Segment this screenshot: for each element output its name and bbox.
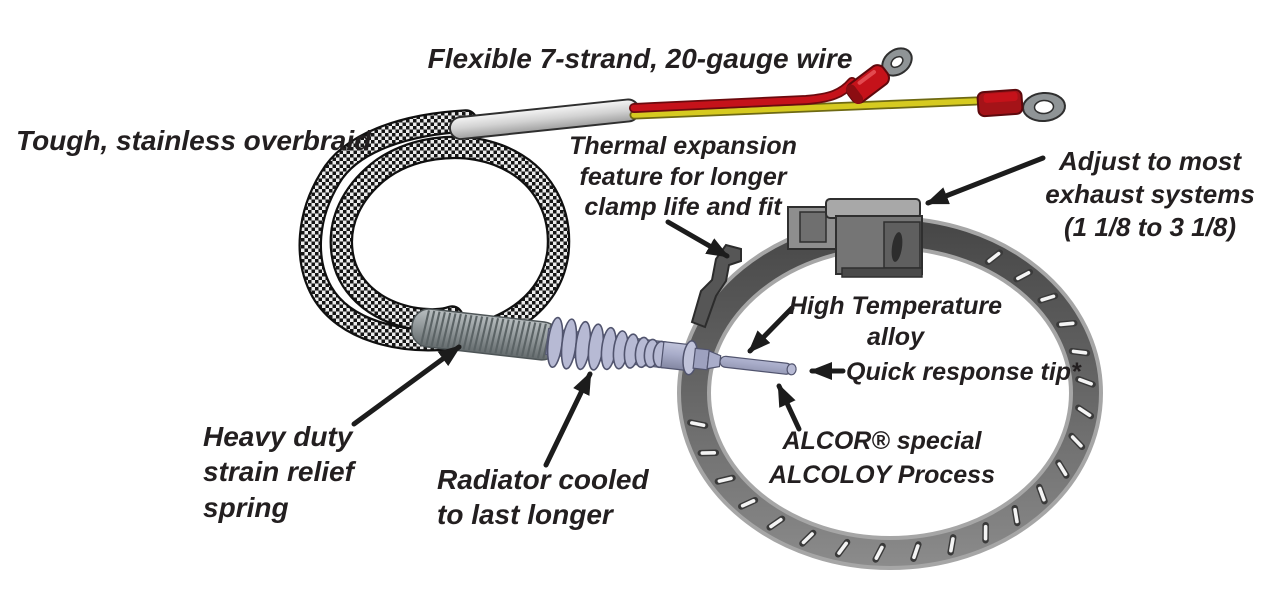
label-radiator: Radiator cooled to last longer bbox=[437, 464, 649, 531]
band-slot bbox=[769, 517, 783, 529]
buckle-left-step bbox=[799, 211, 827, 243]
adjust-arrow bbox=[925, 155, 1046, 206]
red-wire bbox=[630, 78, 856, 112]
band-slot bbox=[987, 251, 1001, 263]
spring-coil bbox=[473, 316, 484, 352]
label-strain-relief: Heavy duty strain relief spring bbox=[203, 421, 354, 523]
clamp-buckle bbox=[787, 198, 923, 278]
spring-coil bbox=[451, 313, 462, 349]
band-slot bbox=[1016, 270, 1031, 281]
band-slot bbox=[1038, 486, 1046, 502]
terminal-crimp-1 bbox=[845, 64, 890, 105]
lead-wires bbox=[448, 47, 1066, 141]
band-slot bbox=[1057, 462, 1068, 477]
band-slot bbox=[949, 537, 955, 553]
overbraid-weave bbox=[300, 111, 568, 350]
spring-coil bbox=[483, 317, 494, 353]
radiator-arrow bbox=[543, 371, 593, 468]
spring-coil bbox=[489, 318, 500, 353]
spring-coil bbox=[435, 311, 446, 347]
band-slot bbox=[912, 544, 920, 560]
spring-coil bbox=[425, 310, 436, 346]
band-slot bbox=[1040, 294, 1056, 302]
high-temp-arrow bbox=[747, 305, 795, 354]
tip-cap bbox=[786, 363, 797, 376]
band-slot bbox=[1078, 377, 1093, 386]
band-slot bbox=[801, 532, 814, 545]
band-slot bbox=[837, 541, 848, 555]
spring-coil bbox=[505, 319, 516, 355]
spring-coil bbox=[462, 315, 473, 350]
probe-assembly bbox=[410, 308, 797, 376]
label-quick-tip: Quick response tip* bbox=[846, 358, 1081, 386]
spring-coil bbox=[441, 312, 452, 348]
alcor-arrow bbox=[776, 383, 802, 432]
label-high-temp: High Temperature alloy bbox=[788, 292, 1002, 351]
spring-coil bbox=[499, 319, 510, 355]
spring-coil bbox=[419, 310, 430, 345]
quick-response-tip bbox=[719, 355, 793, 375]
clamp-band bbox=[681, 220, 1099, 566]
spring-coil bbox=[467, 315, 478, 351]
spring-coil bbox=[510, 320, 521, 356]
band-slot bbox=[1070, 435, 1083, 448]
band-slot bbox=[1013, 507, 1019, 524]
band-slot bbox=[874, 545, 884, 560]
buckle-lip bbox=[841, 267, 923, 278]
label-flexible-wire: Flexible 7-strand, 20-gauge wire bbox=[427, 43, 853, 74]
band-slot bbox=[1077, 406, 1092, 417]
ring-terminal-2 bbox=[1022, 91, 1066, 123]
clamp-band-slots bbox=[687, 249, 1096, 563]
band-slot bbox=[1071, 349, 1088, 355]
label-adjust: Adjust to most exhaust systems (1 1/8 to… bbox=[1045, 146, 1255, 243]
spring-coil bbox=[446, 313, 457, 348]
stainless-overbraid-cable bbox=[298, 109, 571, 352]
band-slot bbox=[1059, 321, 1075, 327]
spring-coil bbox=[531, 322, 542, 358]
callout-arrows bbox=[351, 155, 1046, 468]
ring-hole-2 bbox=[1033, 99, 1055, 115]
thermal-expansion-arrow bbox=[665, 219, 730, 259]
spring-coil bbox=[520, 321, 531, 357]
spring-coil bbox=[536, 323, 547, 359]
buckle-slot-hole bbox=[891, 232, 903, 262]
spring-coil bbox=[430, 311, 441, 347]
ring-hole-1 bbox=[890, 55, 904, 69]
probe-cone bbox=[706, 350, 722, 370]
terminal-crimp-2 bbox=[976, 88, 1024, 118]
band-slot bbox=[690, 421, 706, 428]
label-overbraid: Tough, stainless overbraid bbox=[16, 125, 372, 156]
band-slot bbox=[740, 499, 756, 508]
hose-clamp bbox=[677, 198, 1103, 570]
yellow-wire bbox=[631, 98, 979, 118]
label-thermal-expansion: Thermal expansion feature for longer cla… bbox=[569, 132, 797, 221]
strain-relief-arrow bbox=[351, 344, 462, 427]
spring-coil bbox=[515, 321, 526, 356]
radiator-fins bbox=[546, 316, 669, 371]
spring-coil bbox=[494, 318, 505, 354]
band-slot bbox=[717, 476, 733, 483]
spring-coil bbox=[526, 322, 537, 358]
spring-coil bbox=[478, 316, 489, 352]
label-alcor: ALCOR® special ALCOLOY Process bbox=[768, 427, 995, 489]
spring-coil bbox=[457, 314, 468, 350]
